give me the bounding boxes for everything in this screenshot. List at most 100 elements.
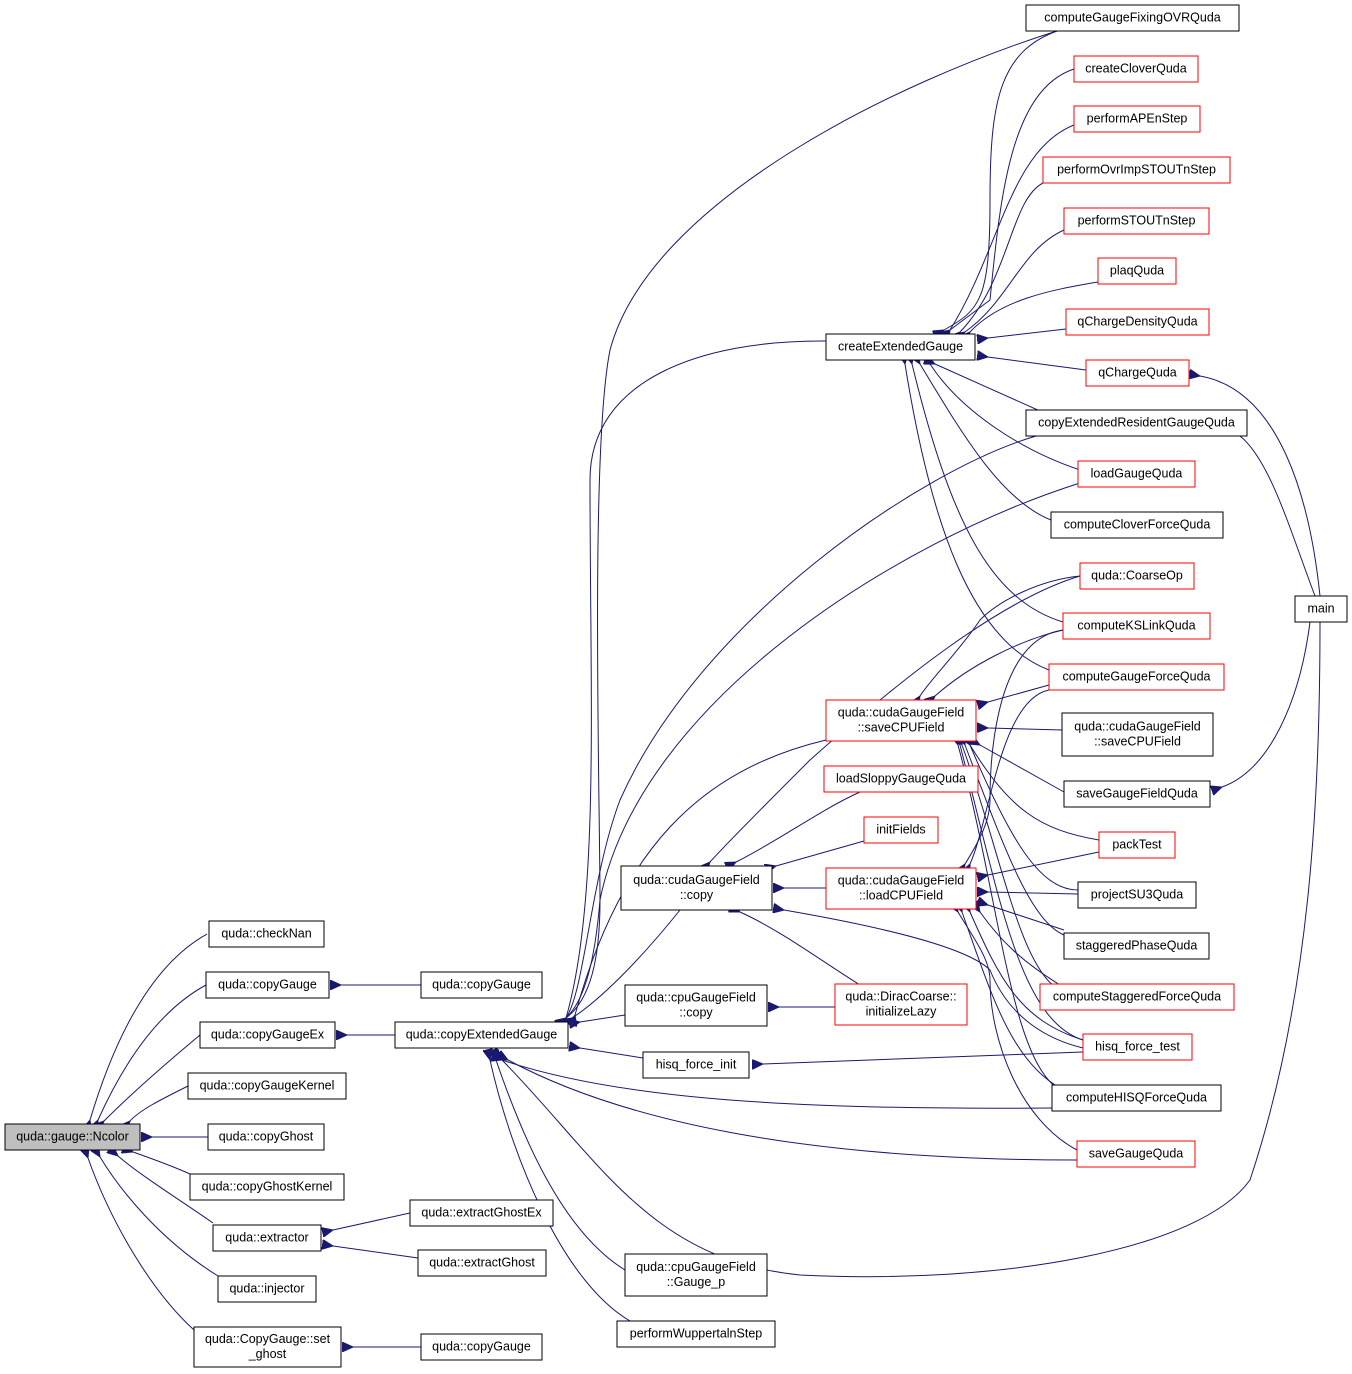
node-box bbox=[217, 1275, 317, 1303]
node-setGhost[interactable]: quda::CopyGauge::set_ghost bbox=[193, 1326, 342, 1368]
node-cpuCopy[interactable]: quda::cpuGaugeField::copy bbox=[624, 984, 768, 1027]
edge-coarseOp-to-saveCPUField bbox=[920, 575, 1081, 696]
node-stout[interactable]: performSTOUTnStep bbox=[1063, 207, 1210, 235]
edge-extractGhost-to-extractor bbox=[333, 1246, 419, 1259]
node-saveGaugeField[interactable]: saveGaugeFieldQuda bbox=[1063, 780, 1211, 808]
node-main[interactable]: main bbox=[1294, 595, 1348, 623]
node-coarseOp[interactable]: quda::CoarseOp bbox=[1079, 562, 1195, 590]
node-label: ::loadCPUField bbox=[859, 889, 943, 903]
node-cudaCopy[interactable]: quda::cudaGaugeField::copy bbox=[620, 865, 773, 911]
edge-copyExtResident-to-createExtendedGauge bbox=[935, 364, 1041, 412]
node-saveGauge[interactable]: saveGaugeQuda bbox=[1076, 1140, 1196, 1168]
node-box bbox=[1097, 257, 1177, 285]
edge-staggeredForce-to-loadCPUField bbox=[980, 912, 1061, 986]
node-cloverForce[interactable]: computeCloverForceQuda bbox=[1050, 511, 1224, 539]
node-hisqForceTest[interactable]: hisq_force_test bbox=[1082, 1033, 1193, 1061]
node-copyGauge2[interactable]: quda::copyGauge bbox=[420, 971, 543, 999]
node-box bbox=[212, 1224, 322, 1252]
node-staggeredForce[interactable]: computeStaggeredForceQuda bbox=[1039, 983, 1235, 1011]
node-gaugeForce[interactable]: computeGaugeForceQuda bbox=[1048, 663, 1225, 691]
node-label: quda::copyGauge bbox=[218, 978, 317, 992]
node-loadCPUField[interactable]: quda::cudaGaugeField::loadCPUField bbox=[825, 867, 977, 910]
node-label: computeStaggeredForceQuda bbox=[1053, 990, 1221, 1004]
node-label: packTest bbox=[1112, 838, 1162, 852]
node-qChargeDensity[interactable]: qChargeDensityQuda bbox=[1065, 308, 1210, 336]
node-label: computeGaugeForceQuda bbox=[1062, 670, 1210, 684]
edge-saveCPUField2-to-saveCPUField bbox=[988, 728, 1063, 730]
edge-cudaCopy-to-copyExtendedGauge bbox=[572, 909, 681, 1018]
node-label: quda::DiracCoarse:: bbox=[845, 990, 956, 1004]
node-box bbox=[199, 1021, 336, 1049]
node-projectSU3[interactable]: projectSU3Quda bbox=[1077, 881, 1197, 909]
node-injector[interactable]: quda::injector bbox=[217, 1275, 317, 1303]
node-staggeredPhase[interactable]: staggeredPhaseQuda bbox=[1063, 932, 1210, 960]
edge-copyGauge1-to-ncolor bbox=[98, 984, 207, 1120]
node-plaq[interactable]: plaqQuda bbox=[1097, 257, 1177, 285]
node-gaugeP[interactable]: quda::cpuGaugeField::Gauge_p bbox=[624, 1253, 768, 1297]
node-createClover[interactable]: createCloverQuda bbox=[1073, 55, 1199, 83]
edge-fixingOVR-to-createExtendedGauge bbox=[944, 29, 1061, 330]
node-label: staggeredPhaseQuda bbox=[1076, 939, 1198, 953]
node-label: computeGaugeFixingOVRQuda bbox=[1044, 11, 1221, 25]
node-wuppertal[interactable]: performWuppertalnStep bbox=[616, 1320, 776, 1348]
node-label: ::copy bbox=[679, 1006, 713, 1020]
node-label: quda::injector bbox=[229, 1282, 304, 1296]
node-createExtendedGauge[interactable]: createExtendedGauge bbox=[825, 333, 976, 361]
node-copyExtendedGauge[interactable]: quda::copyExtendedGauge bbox=[394, 1021, 569, 1049]
node-box bbox=[409, 1199, 554, 1227]
node-saveCPUField2[interactable]: quda::cudaGaugeField::saveCPUField bbox=[1061, 712, 1214, 757]
node-extractGhostEx[interactable]: quda::extractGhostEx bbox=[409, 1199, 554, 1227]
node-hisqForceInit[interactable]: hisq_force_init bbox=[642, 1051, 750, 1079]
edge-injector-to-ncolor bbox=[100, 1157, 219, 1277]
node-extractor[interactable]: quda::extractor bbox=[212, 1224, 322, 1252]
node-box bbox=[620, 865, 773, 911]
edges-layer bbox=[88, 29, 1321, 1347]
node-ncolor[interactable]: quda::gauge::Ncolor bbox=[4, 1123, 141, 1151]
node-copyGhost[interactable]: quda::copyGhost bbox=[207, 1123, 325, 1151]
node-label: quda::extractor bbox=[225, 1231, 308, 1245]
node-label: computeKSLinkQuda bbox=[1077, 619, 1195, 633]
node-ksLink[interactable]: computeKSLinkQuda bbox=[1062, 612, 1211, 640]
node-initFields[interactable]: initFields bbox=[863, 816, 939, 844]
node-loadSloppy[interactable]: loadSloppyGaugeQuda bbox=[823, 765, 979, 793]
node-packTest[interactable]: packTest bbox=[1098, 831, 1176, 859]
node-ape[interactable]: performAPEnStep bbox=[1073, 105, 1201, 133]
node-checkNan[interactable]: quda::checkNan bbox=[208, 920, 325, 948]
edge-copyGaugeKernel-to-ncolor bbox=[130, 1085, 189, 1121]
node-diracCoarse[interactable]: quda::DiracCoarse::initializeLazy bbox=[834, 983, 968, 1026]
node-label: quda::cpuGaugeField bbox=[636, 1260, 756, 1274]
node-fixingOVR[interactable]: computeGaugeFixingOVRQuda bbox=[1025, 4, 1240, 32]
node-label: plaqQuda bbox=[1110, 264, 1164, 278]
node-box bbox=[1085, 359, 1190, 387]
node-label: quda::copyExtendedGauge bbox=[406, 1028, 558, 1042]
node-label: createCloverQuda bbox=[1085, 62, 1186, 76]
node-box bbox=[825, 867, 977, 910]
node-copyGauge1[interactable]: quda::copyGauge bbox=[205, 971, 330, 999]
node-box bbox=[1076, 1140, 1196, 1168]
node-label: loadSloppyGaugeQuda bbox=[836, 772, 966, 786]
node-extractGhost[interactable]: quda::extractGhost bbox=[417, 1249, 547, 1277]
edge-diracCoarse-to-cudaCopy bbox=[740, 912, 861, 986]
node-copyGhostKernel[interactable]: quda::copyGhostKernel bbox=[189, 1173, 345, 1201]
node-box bbox=[1294, 595, 1348, 623]
edge-hisqForce-to-saveCPUField bbox=[958, 745, 1061, 1091]
node-saveCPUField[interactable]: quda::cudaGaugeField::saveCPUField bbox=[825, 699, 977, 742]
edge-packTest-to-saveCPUField bbox=[970, 745, 1100, 841]
node-label: qChargeDensityQuda bbox=[1077, 315, 1197, 329]
node-box bbox=[417, 1249, 547, 1277]
node-copyGaugeEx[interactable]: quda::copyGaugeEx bbox=[199, 1021, 336, 1049]
node-copyExtResident[interactable]: copyExtendedResidentGaugeQuda bbox=[1025, 409, 1248, 437]
edge-cpuCopy-to-copyExtendedGauge bbox=[580, 1014, 626, 1022]
node-label: main bbox=[1307, 602, 1334, 616]
node-label: quda::copyGaugeKernel bbox=[200, 1079, 335, 1093]
node-ovrImp[interactable]: performOvrImpSTOUTnStep bbox=[1042, 156, 1231, 184]
edge-saveGaugeField-to-saveCPUField bbox=[980, 745, 1065, 793]
node-box bbox=[624, 1253, 768, 1297]
node-hisqForce[interactable]: computeHISQForceQuda bbox=[1051, 1084, 1222, 1112]
node-loadGauge[interactable]: loadGaugeQuda bbox=[1077, 460, 1196, 488]
node-label: ::copy bbox=[680, 888, 714, 902]
node-copyGauge3[interactable]: quda::copyGauge bbox=[420, 1333, 543, 1361]
node-box bbox=[1051, 1084, 1222, 1112]
node-copyGaugeKernel[interactable]: quda::copyGaugeKernel bbox=[187, 1072, 347, 1100]
node-qCharge[interactable]: qChargeQuda bbox=[1085, 359, 1190, 387]
